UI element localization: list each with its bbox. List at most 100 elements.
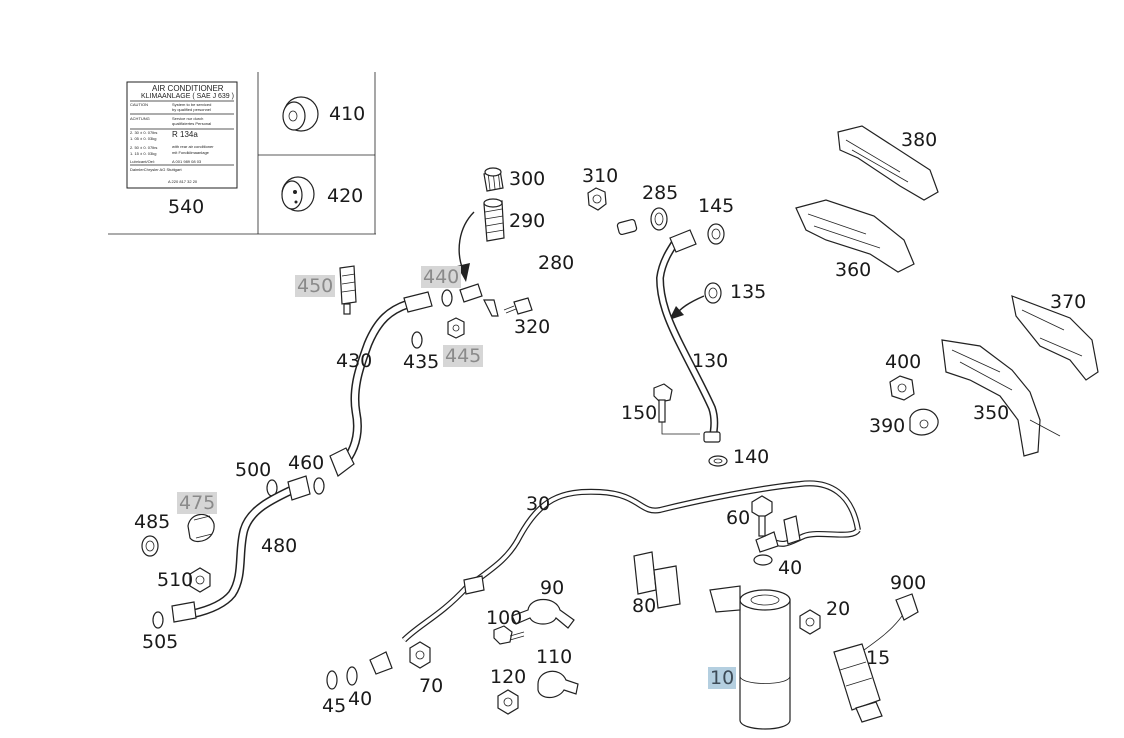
label-540: 540 — [168, 196, 205, 218]
part-60-bolt — [751, 495, 773, 537]
label-20: 20 — [826, 598, 851, 620]
label-280: 280 — [538, 252, 575, 274]
decal-maker: DaimlerChrysler AG Stuttgart — [130, 167, 182, 172]
part-900-connector — [863, 593, 919, 651]
decal-refrigerant: R 134a — [172, 130, 198, 139]
label-300: 300 — [509, 168, 546, 190]
label-15: 15 — [866, 647, 891, 669]
part-150-bolt — [653, 383, 700, 435]
label-505: 505 — [142, 631, 179, 653]
part-45-oring — [326, 670, 338, 690]
decal-lubricant-label: Lubricant/Oel: — [130, 159, 155, 164]
decal-achtung-text2: qualifiziertes Personal — [172, 121, 212, 126]
label-435: 435 — [403, 351, 440, 373]
label-445: 445 — [443, 345, 484, 367]
label-480: 480 — [261, 535, 298, 557]
decal-amount-4: 1. 15 ± 0. 03kg — [130, 151, 157, 156]
label-370: 370 — [1050, 291, 1087, 313]
decal-caution-text1: System to be serviced — [172, 102, 212, 107]
bracket-380 — [837, 125, 939, 201]
decal-part-no: A 220 817 32 20 — [168, 179, 198, 184]
part-390-grommet — [909, 408, 939, 436]
decal-amount-2: 1. 05 ± 0. 03kg — [130, 136, 157, 141]
part-140-oring — [708, 455, 728, 467]
part-40-oring-lower — [346, 666, 358, 686]
bracket-350 — [941, 339, 1061, 457]
part-290-service-valve — [483, 198, 505, 242]
label-475: 475 — [177, 492, 218, 514]
label-40-lower: 40 — [348, 688, 373, 710]
part-320-bolt — [503, 297, 533, 315]
label-130: 130 — [692, 350, 729, 372]
part-400-nut — [889, 375, 915, 401]
hose-430 — [329, 291, 433, 477]
label-145: 145 — [698, 195, 735, 217]
label-100: 100 — [486, 607, 523, 629]
label-80: 80 — [632, 595, 657, 617]
label-410: 410 — [329, 103, 366, 125]
part-510-nut — [189, 567, 211, 593]
label-140: 140 — [733, 446, 770, 468]
part-15-pressure-switch — [833, 643, 883, 723]
part-420-cap — [281, 176, 315, 212]
label-150: 150 — [621, 402, 658, 424]
part-285-oring — [650, 207, 668, 231]
label-900: 900 — [890, 572, 927, 594]
label-500: 500 — [235, 459, 272, 481]
label-450: 450 — [295, 275, 336, 297]
decal-title-2: KLIMAANLAGE ( SAE J 639 ) — [141, 93, 234, 100]
part-80-holder — [633, 551, 681, 609]
decal-lubricant-value: A 001 989 08 03 — [172, 159, 202, 164]
ac-decal-540 — [126, 81, 238, 189]
part-100-bolt — [493, 625, 525, 645]
label-70: 70 — [419, 675, 444, 697]
decal-amount-1: 2. 30 ± 0. 07lbs — [130, 130, 158, 135]
part-70-nut — [409, 641, 431, 669]
label-360: 360 — [835, 259, 872, 281]
part-485-oring — [141, 535, 159, 557]
part-90-clamp — [511, 598, 575, 629]
label-320: 320 — [514, 316, 551, 338]
decal-rear-de: mit Fondklimaanlage — [172, 150, 209, 155]
hose-30 — [369, 480, 861, 675]
part-460-oring — [313, 477, 325, 495]
part-310-nut — [587, 187, 607, 211]
label-10: 10 — [708, 667, 737, 689]
label-40-upper: 40 — [778, 557, 803, 579]
bracket-360 — [795, 199, 915, 273]
inset-panel — [108, 72, 376, 235]
label-30: 30 — [526, 493, 551, 515]
decal-caution-text2: by qualified personnel — [172, 107, 211, 112]
label-135: 135 — [730, 281, 767, 303]
label-350: 350 — [973, 402, 1010, 424]
label-285: 285 — [642, 182, 679, 204]
part-120-nut — [497, 689, 519, 715]
part-435-oring — [411, 331, 423, 349]
decal-achtung-label: ACHTUNG — [130, 116, 150, 121]
decal-caution-label: CAUTION — [130, 102, 148, 107]
label-430: 430 — [336, 350, 373, 372]
label-90: 90 — [540, 577, 565, 599]
decal-rear-en: with rear air conditioner — [172, 144, 214, 149]
label-440: 440 — [421, 266, 462, 288]
decal-amount-3: 2. 50 ± 0. 07lbs — [130, 145, 158, 150]
part-10-receiver-drier — [709, 585, 791, 730]
label-390: 390 — [869, 415, 906, 437]
label-485: 485 — [134, 511, 171, 533]
hose-280 — [459, 218, 638, 364]
decal-achtung-text1: Service nur durch — [172, 116, 204, 121]
part-110-clamp — [537, 670, 579, 699]
part-135-oring — [704, 282, 722, 304]
label-510: 510 — [157, 569, 194, 591]
bracket-370 — [1011, 295, 1099, 381]
label-290: 290 — [509, 210, 546, 232]
label-380: 380 — [901, 129, 938, 151]
label-460: 460 — [288, 452, 325, 474]
label-120: 120 — [490, 666, 527, 688]
part-445-nut — [447, 317, 465, 339]
hose-480 — [171, 475, 311, 623]
label-400: 400 — [885, 351, 922, 373]
part-20-nut — [799, 609, 821, 635]
hose-130 — [655, 229, 721, 443]
